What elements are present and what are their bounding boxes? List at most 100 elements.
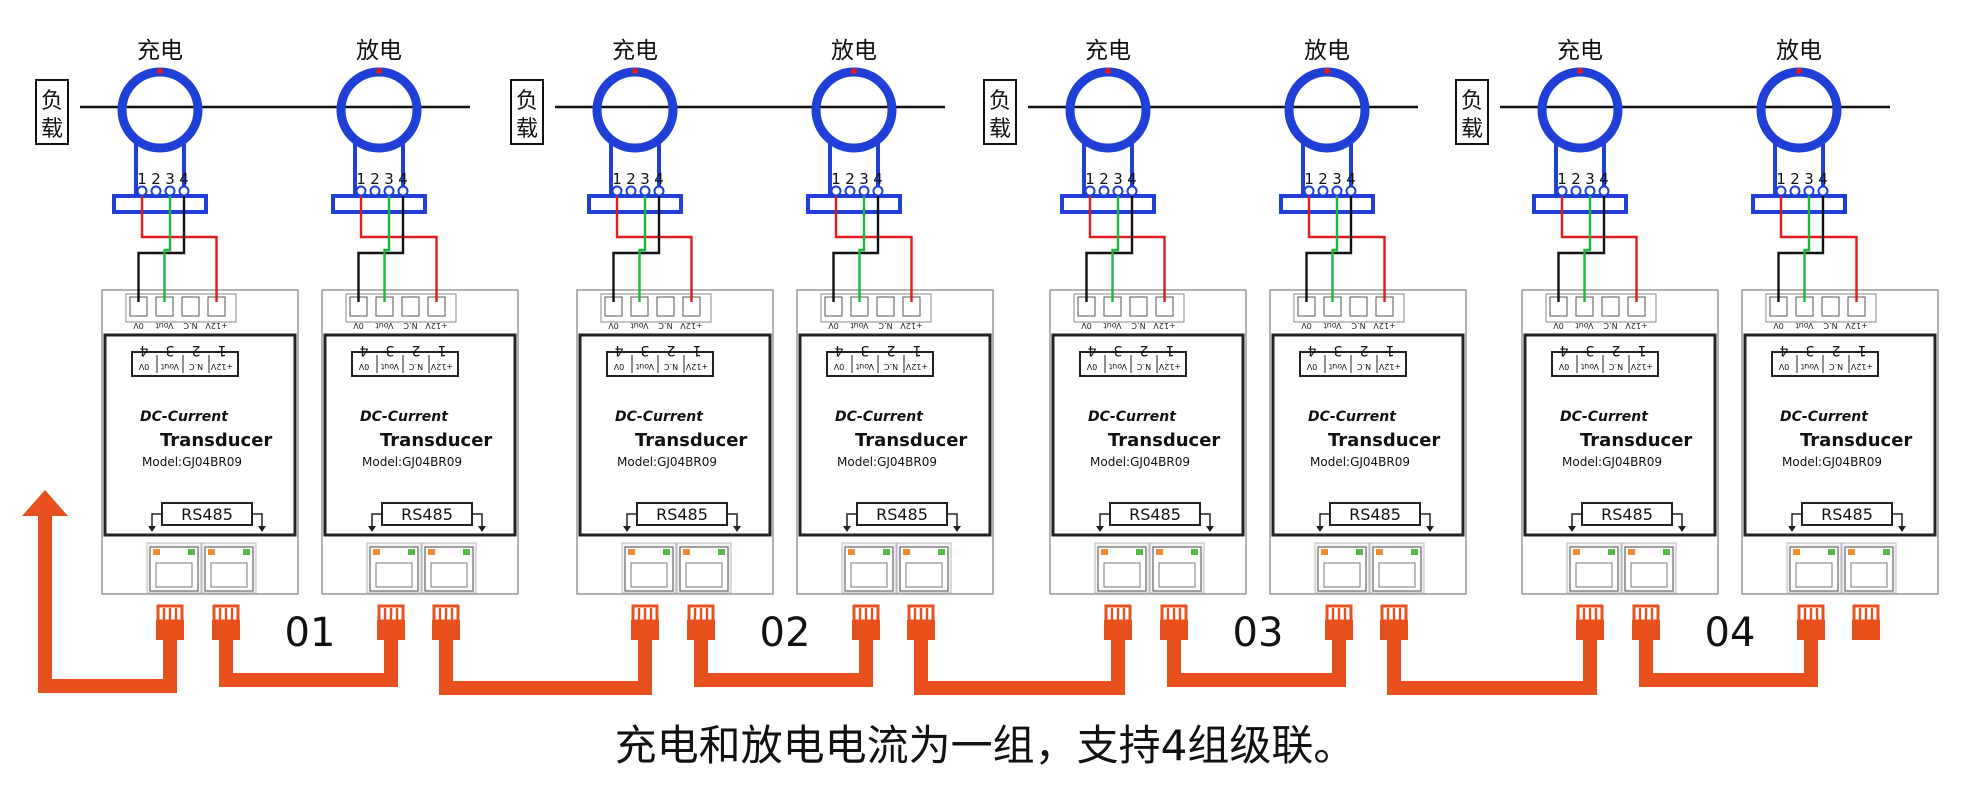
panel-terminal-label: Vout [856, 362, 874, 371]
group-id: 04 [1705, 610, 1756, 656]
module-name: Transducer [1328, 430, 1440, 451]
panel-terminal-number: 4 [139, 342, 148, 358]
module-model: Model:GJ04BR09 [142, 455, 242, 469]
sensor-marker [632, 68, 638, 74]
rs485-arrow-right [727, 513, 738, 528]
terminal-label: +12V [1373, 321, 1396, 330]
terminal-label: 0V [133, 321, 144, 330]
pin-number: 2 [1790, 170, 1800, 188]
plug-body [1576, 620, 1604, 640]
cable-plug [1380, 604, 1408, 640]
load-box [510, 79, 544, 145]
led-orange [1376, 549, 1383, 555]
rs485-arrow-right-head [733, 526, 741, 532]
charge-label: 充电 [612, 38, 658, 64]
terminal-label: 0V [1773, 321, 1784, 330]
panel-terminal-box [826, 351, 934, 377]
sensor-ring [336, 67, 422, 153]
led-orange [373, 549, 380, 555]
terminal [181, 296, 200, 317]
led-green [1136, 549, 1143, 555]
panel-terminal-label: +12V [1630, 362, 1653, 371]
sensor-ring [592, 67, 678, 153]
panel-terminal-box [1299, 351, 1407, 377]
group-id: 02 [760, 610, 811, 656]
cable-link-inner [1639, 640, 1818, 687]
charge-label: 充电 [137, 38, 183, 64]
sensor-marker [376, 68, 382, 74]
panel-terminal-number: 3 [386, 342, 395, 358]
rs485-label: RS485 [1601, 505, 1653, 524]
pin-dot [150, 185, 162, 197]
rs485-arrow-right [1200, 513, 1211, 528]
module-name: Transducer [635, 430, 747, 451]
panel-terminal-label: 0V [1558, 362, 1569, 371]
wire-black [1777, 196, 1825, 302]
discharge-label: 放电 [1776, 38, 1822, 64]
wire-green [383, 196, 391, 302]
rs485-label: RS485 [1821, 505, 1873, 524]
panel-terminal-box [1551, 351, 1659, 377]
panel-terminal-box [606, 351, 714, 377]
led-green [1411, 549, 1418, 555]
pin-number: 4 [1599, 170, 1609, 188]
led-orange [1848, 549, 1855, 555]
led-orange [153, 549, 160, 555]
terminal-label: N.C [1351, 321, 1366, 330]
panel-terminal-label: 0V [358, 362, 369, 371]
wire-green [638, 196, 647, 302]
wire-green [1803, 196, 1811, 302]
led-green [1828, 549, 1835, 555]
terminal-label: Vout [1324, 321, 1342, 330]
panel-terminal-number: 1 [693, 342, 702, 358]
panel-terminal-label: +12V [685, 362, 708, 371]
pin-dot [1789, 185, 1801, 197]
module-brand: DC-Current [1780, 409, 1869, 425]
rs485-label: RS485 [656, 505, 708, 524]
load-label: 载 [989, 117, 1011, 142]
pin-dot [1303, 185, 1315, 197]
led-orange [208, 549, 215, 555]
sensor-base [1532, 194, 1628, 214]
panel-terminal-label: 0V [138, 362, 149, 371]
pin-dot [1345, 185, 1357, 197]
pin-dot [1112, 185, 1124, 197]
pin-dot [1098, 185, 1110, 197]
cable-plug [432, 604, 460, 640]
panel-terminal-number: 3 [1334, 342, 1343, 358]
group-id: 03 [1233, 610, 1284, 656]
load-label: 负 [1461, 89, 1483, 114]
sensor-base [331, 194, 427, 214]
panel-terminal-number: 1 [218, 342, 227, 358]
terminal [876, 296, 895, 317]
panel-terminal-label: Vout [1329, 362, 1347, 371]
terminal-label: +12V [425, 321, 448, 330]
rj45-socket [1850, 562, 1888, 588]
terminal-label: N.C [1823, 321, 1838, 330]
plug-body [156, 620, 184, 640]
led-orange [1156, 549, 1163, 555]
sensor-ring [117, 67, 203, 153]
terminal [656, 296, 675, 317]
terminal-label: N.C [1603, 321, 1618, 330]
sensor-ring [1065, 67, 1151, 153]
led-green [938, 549, 945, 555]
pin-dot [1817, 185, 1829, 197]
panel-terminal-label: N.C [1609, 362, 1624, 371]
led-green [243, 549, 250, 555]
led-orange [683, 549, 690, 555]
panel-terminal-number: 2 [1832, 342, 1841, 358]
pin-dot [1584, 185, 1596, 197]
terminal-label: +12V [1153, 321, 1176, 330]
rj45-socket [430, 562, 468, 588]
rs485-arrow-right-head [1898, 526, 1906, 532]
wire-black [357, 196, 405, 302]
rs485-arrow-left-head [368, 526, 376, 532]
terminal-label: N.C [1131, 321, 1146, 330]
rj45-socket [1103, 562, 1141, 588]
pin-number: 1 [831, 170, 841, 188]
